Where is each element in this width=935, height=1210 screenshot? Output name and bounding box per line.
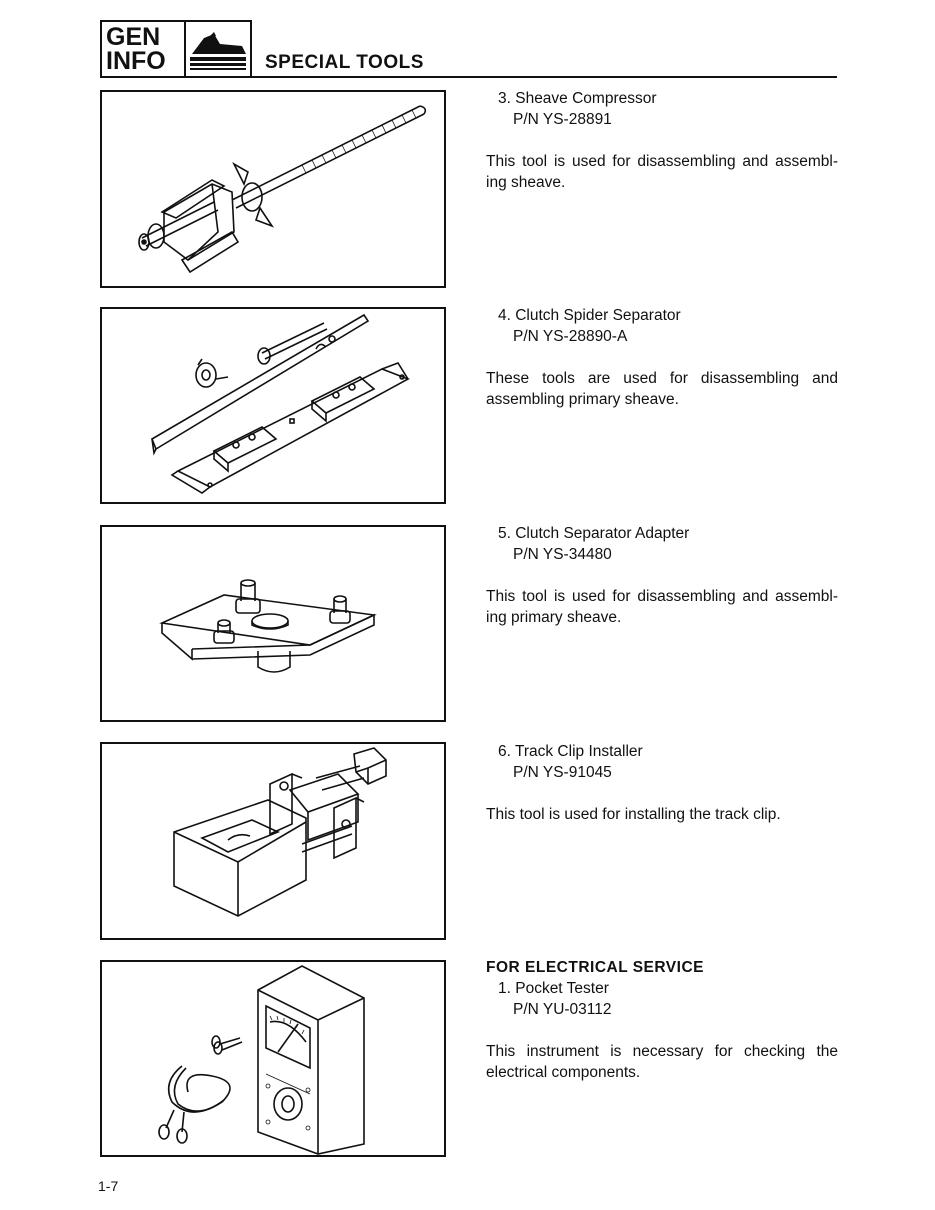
header-divider [252,76,837,78]
gen-info-label: GEN INFO [102,22,186,76]
pocket-tester-illustration [100,960,446,1157]
tool-part-number: P/N YS-34480 [513,546,612,563]
snowmobile-icon [186,22,250,76]
tool-description: This tool is used for disassembling and … [486,153,838,191]
tool-part-number: P/N YU-03112 [513,1001,612,1018]
tool-title: 6. Track Clip Installer [498,743,643,760]
tool-title: 1. Pocket Tester [498,980,609,997]
tool-entry-clutch-spider-separator: 4. Clutch Spider Separator P/N YS-28890-… [486,305,838,410]
clutch-separator-adapter-illustration [100,525,446,722]
badge-line-info: INFO [106,47,166,75]
tool-part-number: P/N YS-28890-A [513,328,628,345]
page-title: SPECIAL TOOLS [265,52,424,73]
tool-entry-clutch-separator-adapter: 5. Clutch Separator Adapter P/N YS-34480… [486,523,838,628]
tool-entry-sheave-compressor: 3. Sheave Compressor P/N YS-28891 This t… [486,88,838,193]
track-clip-installer-illustration [100,742,446,940]
tool-title: 3. Sheave Compressor [498,90,657,107]
electrical-service-section: FOR ELECTRICAL SERVICE 1. Pocket Tester … [486,957,838,1083]
tool-description: This instrument is necessary for checkin… [486,1043,838,1081]
section-heading: FOR ELECTRICAL SERVICE [486,959,704,976]
badge-line-gen: GEN [106,23,161,51]
section-badge: GEN INFO [100,20,252,78]
tool-description: This tool is used for installing the tra… [486,806,781,823]
tool-title: 5. Clutch Separator Adapter [498,525,690,542]
page-number: 1-7 [98,1178,119,1194]
tool-part-number: P/N YS-28891 [513,111,612,128]
sheave-compressor-illustration [100,90,446,288]
tool-entry-track-clip-installer: 6. Track Clip Installer P/N YS-91045 Thi… [486,741,838,825]
tool-description: This tool is used for disassembling and … [486,588,838,626]
clutch-spider-separator-illustration [100,307,446,504]
tool-title: 4. Clutch Spider Separator [498,307,681,324]
tool-part-number: P/N YS-91045 [513,764,612,781]
tool-description: These tools are used for disassembling a… [486,370,838,408]
